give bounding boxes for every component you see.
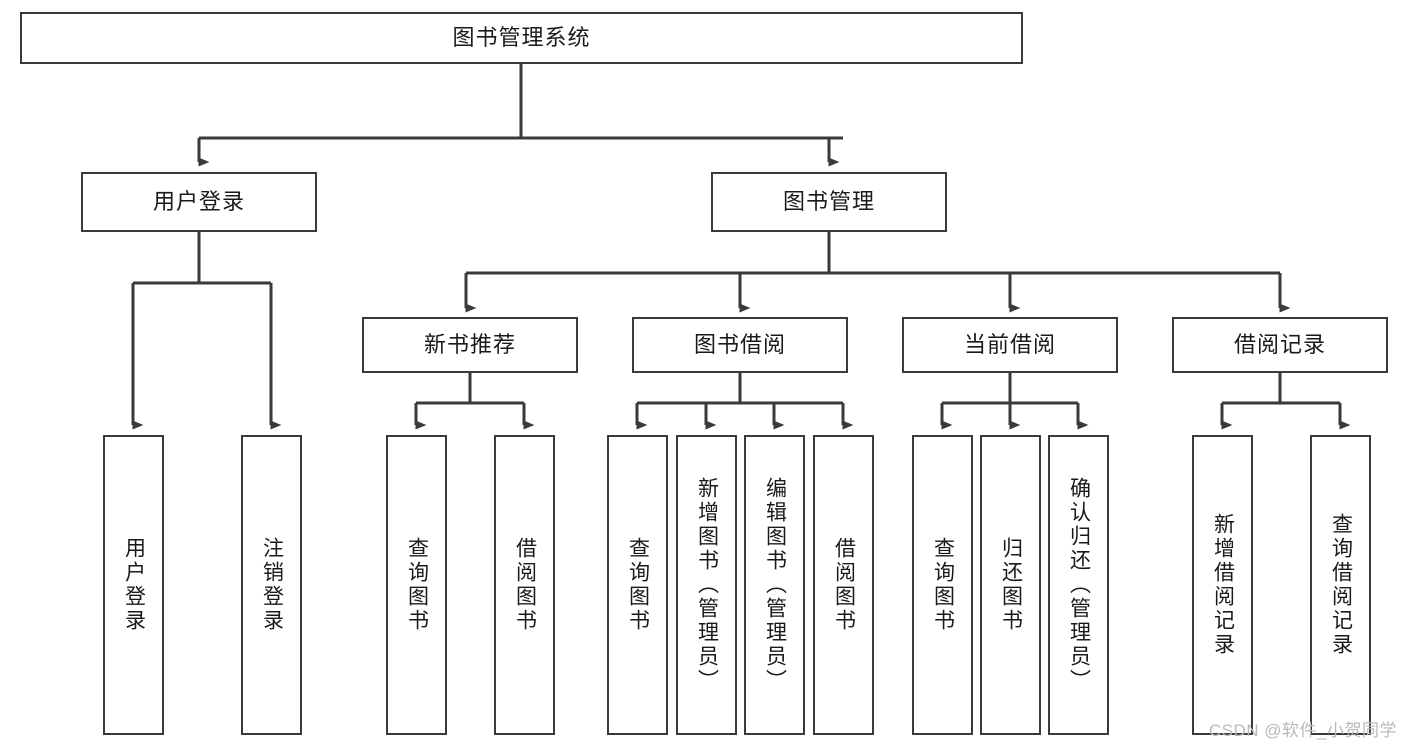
node-new-book-recommend[interactable]: 新书推荐 xyxy=(362,317,578,373)
leaf-nbr-borrow-book-label: 借阅图书 xyxy=(513,537,537,633)
node-book-management-label: 图书管理 xyxy=(782,188,875,214)
node-new-book-recommend-label: 新书推荐 xyxy=(423,331,516,357)
leaf-bb-borrow-book[interactable]: 借阅图书 xyxy=(813,435,874,735)
node-root-label: 图书管理系统 xyxy=(452,24,591,50)
leaf-user-login-label: 用户登录 xyxy=(122,537,146,633)
leaf-cb-confirm-return[interactable]: 确认归还（管理员） xyxy=(1048,435,1109,735)
leaf-br-query-record[interactable]: 查询借阅记录 xyxy=(1310,435,1371,735)
leaf-br-add-record-label: 新增借阅记录 xyxy=(1211,513,1235,657)
leaf-br-query-record-label: 查询借阅记录 xyxy=(1329,513,1353,657)
node-book-borrow[interactable]: 图书借阅 xyxy=(632,317,848,373)
leaf-cb-confirm-return-label: 确认归还（管理员） xyxy=(1067,477,1091,693)
node-current-borrow[interactable]: 当前借阅 xyxy=(902,317,1118,373)
leaf-cb-query-book-label: 查询图书 xyxy=(931,537,955,633)
leaf-logout-label: 注销登录 xyxy=(260,537,284,633)
leaf-bb-add-book[interactable]: 新增图书（管理员） xyxy=(676,435,737,735)
node-root[interactable]: 图书管理系统 xyxy=(20,12,1023,64)
node-borrow-record-label: 借阅记录 xyxy=(1233,331,1326,357)
leaf-cb-query-book[interactable]: 查询图书 xyxy=(912,435,973,735)
node-book-management[interactable]: 图书管理 xyxy=(711,172,947,232)
leaf-bb-edit-book[interactable]: 编辑图书（管理员） xyxy=(744,435,805,735)
leaf-bb-borrow-book-label: 借阅图书 xyxy=(832,537,856,633)
leaf-bb-add-book-label: 新增图书（管理员） xyxy=(695,477,719,693)
leaf-bb-query-book[interactable]: 查询图书 xyxy=(607,435,668,735)
node-book-borrow-label: 图书借阅 xyxy=(693,331,786,357)
node-user-login-label: 用户登录 xyxy=(152,188,245,214)
node-borrow-record[interactable]: 借阅记录 xyxy=(1172,317,1388,373)
leaf-nbr-borrow-book[interactable]: 借阅图书 xyxy=(494,435,555,735)
leaf-cb-return-book-label: 归还图书 xyxy=(999,537,1023,633)
leaf-bb-query-book-label: 查询图书 xyxy=(626,537,650,633)
leaf-nbr-query-book[interactable]: 查询图书 xyxy=(386,435,447,735)
leaf-user-login[interactable]: 用户登录 xyxy=(103,435,164,735)
leaf-br-add-record[interactable]: 新增借阅记录 xyxy=(1192,435,1253,735)
watermark: CSDN @软件_小贺同学 xyxy=(1208,721,1397,740)
leaf-bb-edit-book-label: 编辑图书（管理员） xyxy=(763,477,787,693)
node-current-borrow-label: 当前借阅 xyxy=(963,331,1056,357)
node-user-login[interactable]: 用户登录 xyxy=(81,172,317,232)
leaf-nbr-query-book-label: 查询图书 xyxy=(405,537,429,633)
leaf-cb-return-book[interactable]: 归还图书 xyxy=(980,435,1041,735)
leaf-logout[interactable]: 注销登录 xyxy=(241,435,302,735)
